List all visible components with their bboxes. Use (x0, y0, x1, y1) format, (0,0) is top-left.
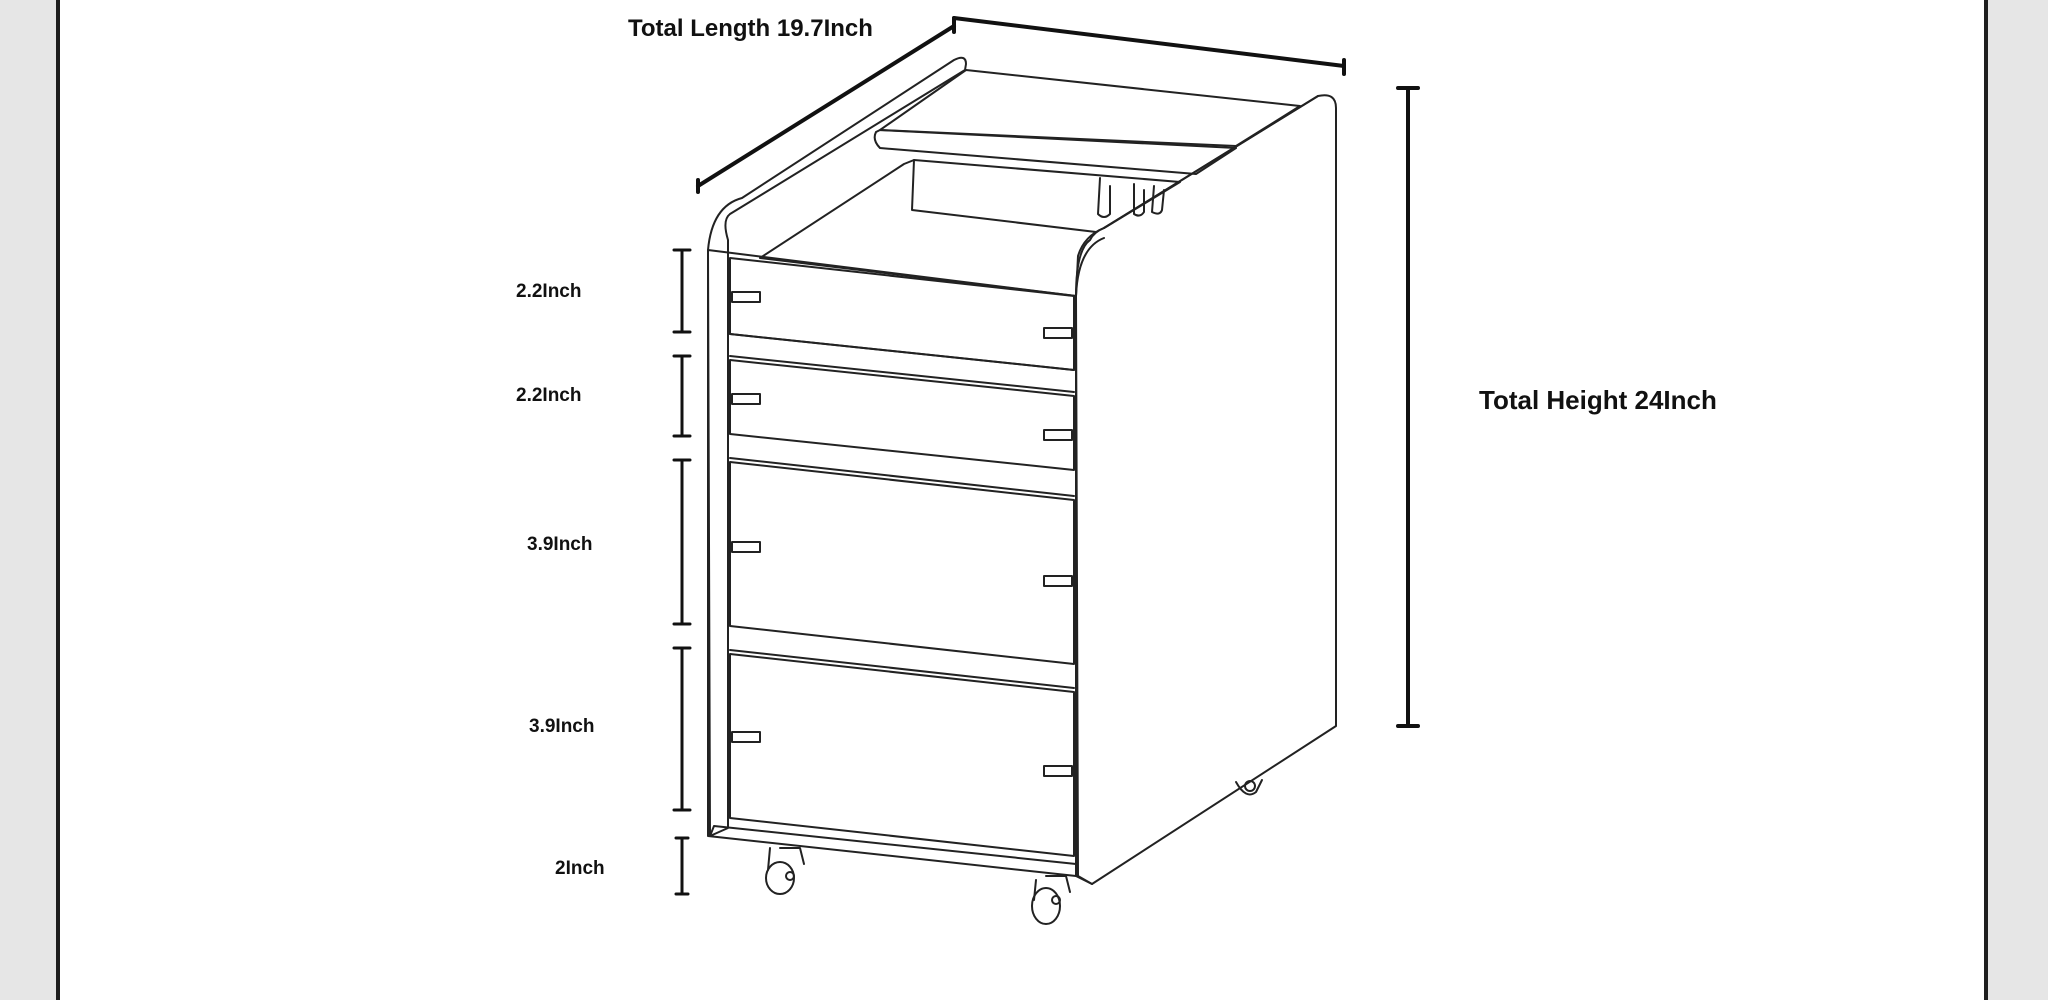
drawer-1-dimension-line (672, 248, 692, 334)
length-dimension-line (696, 16, 1346, 194)
top-back-panel (879, 69, 1301, 147)
height-dimension-line (1396, 86, 1420, 728)
product-frame (56, 0, 1988, 1000)
right-panel-inner-edge (1075, 237, 1105, 297)
drawer-3-dimension-line (672, 458, 692, 626)
cable-hook-1 (1097, 177, 1111, 218)
caster-back-right (1235, 779, 1263, 796)
drawer-2-front (729, 359, 1075, 471)
drawer-4-left-handle (731, 731, 761, 743)
base-dimension-line (674, 836, 690, 896)
drawer-2-dimension-line (672, 354, 692, 438)
drawer-4-top-edge (729, 649, 1075, 689)
drawer-3-left-handle (731, 541, 761, 553)
top-ledge (873, 129, 1237, 175)
front-frame (707, 249, 1077, 877)
drawer-2-right-handle (1043, 429, 1073, 441)
drawer-2-top-edge (729, 355, 1075, 393)
drawer-4-front (729, 653, 1075, 857)
base-plinth (709, 825, 1093, 885)
drawer-2-height-label: 2.2Inch (516, 385, 581, 406)
drawer-1-left-handle (731, 291, 761, 303)
caster-front-left (765, 847, 805, 895)
drawer-1-right-handle (1043, 327, 1073, 339)
drawer-1-height-label: 2.2Inch (516, 281, 581, 302)
base-height-label: 2Inch (555, 858, 605, 879)
right-side-panel (1075, 94, 1337, 885)
drawer-4-height-label: 3.9Inch (529, 716, 594, 737)
cabinet-drawing (707, 56, 1337, 925)
inner-tray-back (911, 159, 1097, 233)
total-height-label: Total Height 24Inch (1479, 385, 1717, 415)
left-side-panel (707, 56, 967, 837)
caster-front-right (1031, 875, 1071, 925)
drawer-3-top-edge (729, 457, 1075, 497)
drawer-4-dimension-line (672, 646, 692, 812)
drawer-3-front (729, 461, 1075, 665)
drawer-1-bottom-edge (729, 333, 1075, 371)
inner-tray (759, 159, 1181, 297)
total-length-label: Total Length 19.7Inch (628, 15, 873, 42)
drawer-2-left-handle (731, 393, 761, 405)
cable-hook-2 (1133, 183, 1145, 217)
drawer-3-height-label: 3.9Inch (527, 534, 592, 555)
cable-hook-3 (1151, 185, 1165, 215)
drawer-4-right-handle (1043, 765, 1073, 777)
drawer-3-right-handle (1043, 575, 1073, 587)
